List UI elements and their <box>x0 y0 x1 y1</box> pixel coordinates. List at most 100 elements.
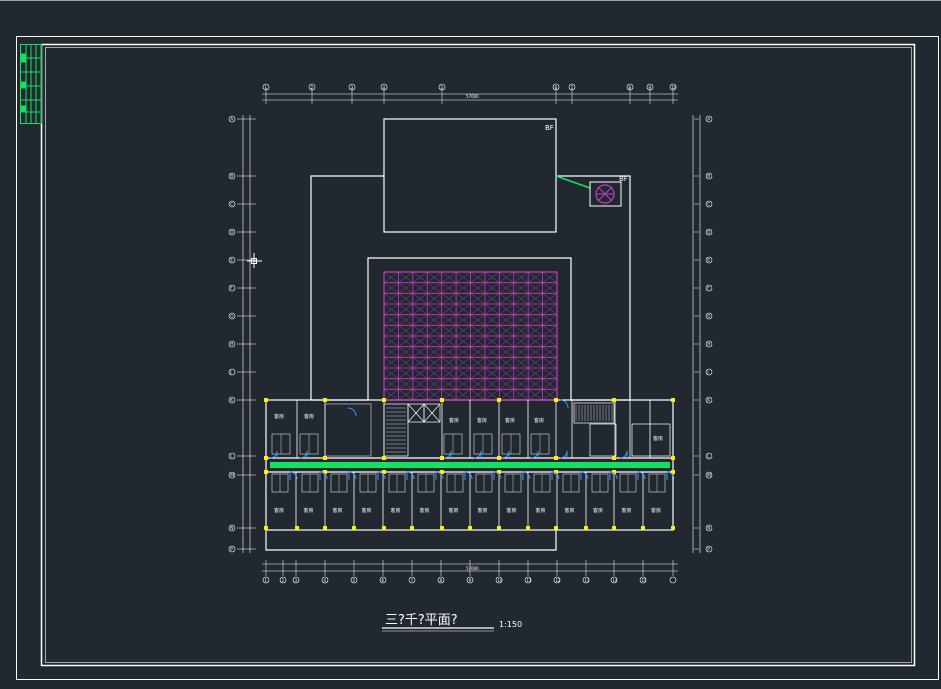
atrium-diag <box>427 282 442 294</box>
left-axis-label: L <box>230 454 233 459</box>
stair-treads <box>386 405 613 453</box>
south-room-label: 客房 <box>449 507 459 514</box>
atrium-diag <box>427 346 442 358</box>
atrium-diag <box>383 367 399 379</box>
left-axis-bubble <box>228 172 236 180</box>
door-swing <box>299 450 308 459</box>
atrium-diag <box>412 314 428 326</box>
door-swing <box>637 471 646 480</box>
right-axis-label: H <box>707 342 710 347</box>
atrium-diag <box>427 293 442 305</box>
left-axis-bubble <box>228 256 236 264</box>
south-room-label: 客房 <box>536 507 546 514</box>
atrium-diag <box>398 378 413 390</box>
south-room-label: 客房 <box>362 507 372 514</box>
column <box>352 526 356 530</box>
right-axis-label: B <box>707 174 710 179</box>
right-axis-label: N <box>707 526 710 531</box>
atrium-diag <box>513 367 529 379</box>
atrium-diag <box>398 357 413 369</box>
atrium-diag <box>398 389 413 401</box>
atrium-diag <box>528 335 543 347</box>
left-axis-bubble <box>228 452 236 460</box>
atrium-diag <box>528 271 543 283</box>
atrium-diag <box>542 378 558 390</box>
atrium-diag <box>484 293 500 305</box>
atrium-diag <box>470 378 486 390</box>
column <box>468 526 472 530</box>
bottom-axis-label: 5 <box>353 578 356 583</box>
door-swing <box>501 450 510 459</box>
atrium-diag <box>383 293 399 305</box>
atrium-diag <box>484 325 500 337</box>
column <box>323 398 327 402</box>
atrium-diag <box>528 346 543 358</box>
column <box>671 526 675 530</box>
bottom-dim-total: 57600 <box>466 566 479 571</box>
right-axis-label: L <box>707 454 710 459</box>
atrium-diag <box>455 293 471 305</box>
column <box>612 456 616 460</box>
left-axis-bubble <box>228 312 236 320</box>
column <box>264 470 268 474</box>
crosshair-cursor-icon <box>247 253 262 268</box>
door-swing <box>269 450 278 459</box>
atrium-diag <box>528 293 543 305</box>
atrium-diag <box>513 389 529 401</box>
bottom-axis-bubble <box>379 576 387 584</box>
left-axis-bubble <box>228 471 236 479</box>
stage-tower-outline <box>383 118 557 233</box>
atrium-diag <box>441 271 457 283</box>
top-axis-bubble <box>348 83 356 91</box>
atrium-diag <box>513 282 529 294</box>
atrium-diag <box>398 271 413 283</box>
right-axis-label: J <box>706 370 708 375</box>
north-room-label: 客房 <box>274 413 284 420</box>
south-room-label: 客房 <box>507 507 517 514</box>
left-axis-label: H <box>230 342 233 347</box>
north-room-label: 客房 <box>534 417 544 424</box>
corner-room-2 <box>589 423 617 457</box>
top-axis-label: 6 <box>555 85 558 90</box>
atrium-diag <box>484 367 500 379</box>
atrium-diag <box>470 357 486 369</box>
atrium-diag <box>383 303 399 315</box>
structural-columns <box>264 398 675 530</box>
bottom-axis-bubble <box>262 576 270 584</box>
left-axis-label: B <box>230 174 233 179</box>
column <box>264 456 268 460</box>
right-axis-label: A <box>707 117 710 122</box>
atrium-diag <box>455 335 471 347</box>
left-axis-label: F <box>230 286 233 291</box>
atrium-diag <box>499 303 514 315</box>
left-axis-label: E <box>230 258 233 263</box>
atrium-diag <box>470 389 486 401</box>
atrium-diag <box>455 389 471 401</box>
right-axis-label: G <box>707 314 710 319</box>
bottom-axis-label: 11 <box>527 578 533 583</box>
building-outline <box>265 118 674 551</box>
atrium-diag <box>455 378 471 390</box>
atrium-diag <box>513 303 529 315</box>
atrium-diag <box>398 282 413 294</box>
atrium-diag <box>542 271 558 283</box>
south-room-label: 客房 <box>333 507 343 514</box>
left-axis-bubble <box>228 368 236 376</box>
bottom-axis-bubble <box>350 576 358 584</box>
north-room-label: 客房 <box>505 417 515 424</box>
right-axis-bubble <box>705 256 713 264</box>
right-axis-label: M <box>707 473 711 478</box>
top-axis-label: 5 <box>441 85 444 90</box>
top-axis-bubble <box>438 83 446 91</box>
atrium-diag <box>528 325 543 337</box>
atrium-diag <box>383 271 399 283</box>
south-room-label: 客房 <box>420 507 430 514</box>
column <box>497 526 501 530</box>
atrium-diag <box>427 271 442 283</box>
right-axis-label: F <box>707 286 710 291</box>
column <box>497 456 501 460</box>
guestroom-partitions <box>265 400 674 530</box>
bottom-axis-label: 13 <box>585 578 591 583</box>
column <box>554 526 558 530</box>
